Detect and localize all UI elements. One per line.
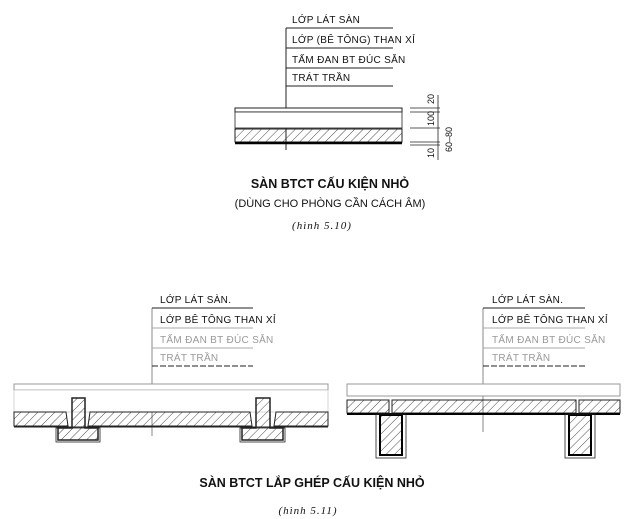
dimension-label: 20 [426, 94, 436, 104]
label-underlines [483, 307, 585, 367]
layer-label: TẤM ĐAN BT ĐÚC SẴN [160, 333, 274, 346]
label-underlines [286, 27, 393, 87]
layer-label: LỚP LÁT SÀN. [492, 293, 563, 306]
label-underlines [152, 307, 253, 367]
layer-label: TẤM ĐAN BT ĐÚC SẴN [292, 53, 406, 66]
layer-label: TẤM ĐAN BT ĐÚC SẴN [492, 333, 606, 346]
layer-label: LỚP LÁT SÀN [292, 13, 360, 26]
layer-label: LỚP BÊ TÔNG THAN XỈ [492, 313, 608, 326]
figure-5-11-right: LỚP LÁT SÀN. LỚP BÊ TÔNG THAN XỈ TẤM ĐAN… [346, 293, 621, 459]
figure-subtitle: (DÙNG CHO PHÒNG CẦN CÁCH ÂM) [235, 197, 426, 210]
figure-caption: (hình 5.11) [278, 505, 337, 517]
layer-label: LỚP (BÊ TÔNG) THAN XỈ [292, 33, 415, 46]
dimension-label: 10 [426, 148, 436, 158]
layer-label: TRÁT TRẦN [160, 351, 218, 364]
beam-slab-section [346, 383, 621, 459]
dimension-lines [410, 95, 440, 160]
figure-title: SÀN BTCT CẤU KIỆN NHỎ [251, 176, 410, 191]
figure-title: SÀN BTCT LẮP GHÉP CẤU KIỆN NHỎ [199, 475, 425, 490]
layer-label: TRÁT TRẦN [292, 71, 350, 84]
ribbed-slab-section [13, 383, 329, 443]
dimension-label: 100 [426, 111, 436, 126]
figure-5-11-left: LỚP LÁT SÀN. LỚP BÊ TÔNG THAN XỈ TẤM ĐAN… [13, 293, 329, 443]
layer-label: LỚP BÊ TÔNG THAN XỈ [160, 313, 276, 326]
figure-caption: (hình 5.10) [292, 220, 352, 232]
dimension-label: 60–80 [444, 127, 454, 152]
layer-label: LỚP LÁT SÀN. [160, 293, 231, 306]
layer-label: TRÁT TRẦN [492, 351, 550, 364]
figure-5-10: LỚP LÁT SÀN LỚP (BÊ TÔNG) THAN XỈ TẤM ĐA… [234, 13, 454, 232]
slab-section [234, 107, 403, 145]
